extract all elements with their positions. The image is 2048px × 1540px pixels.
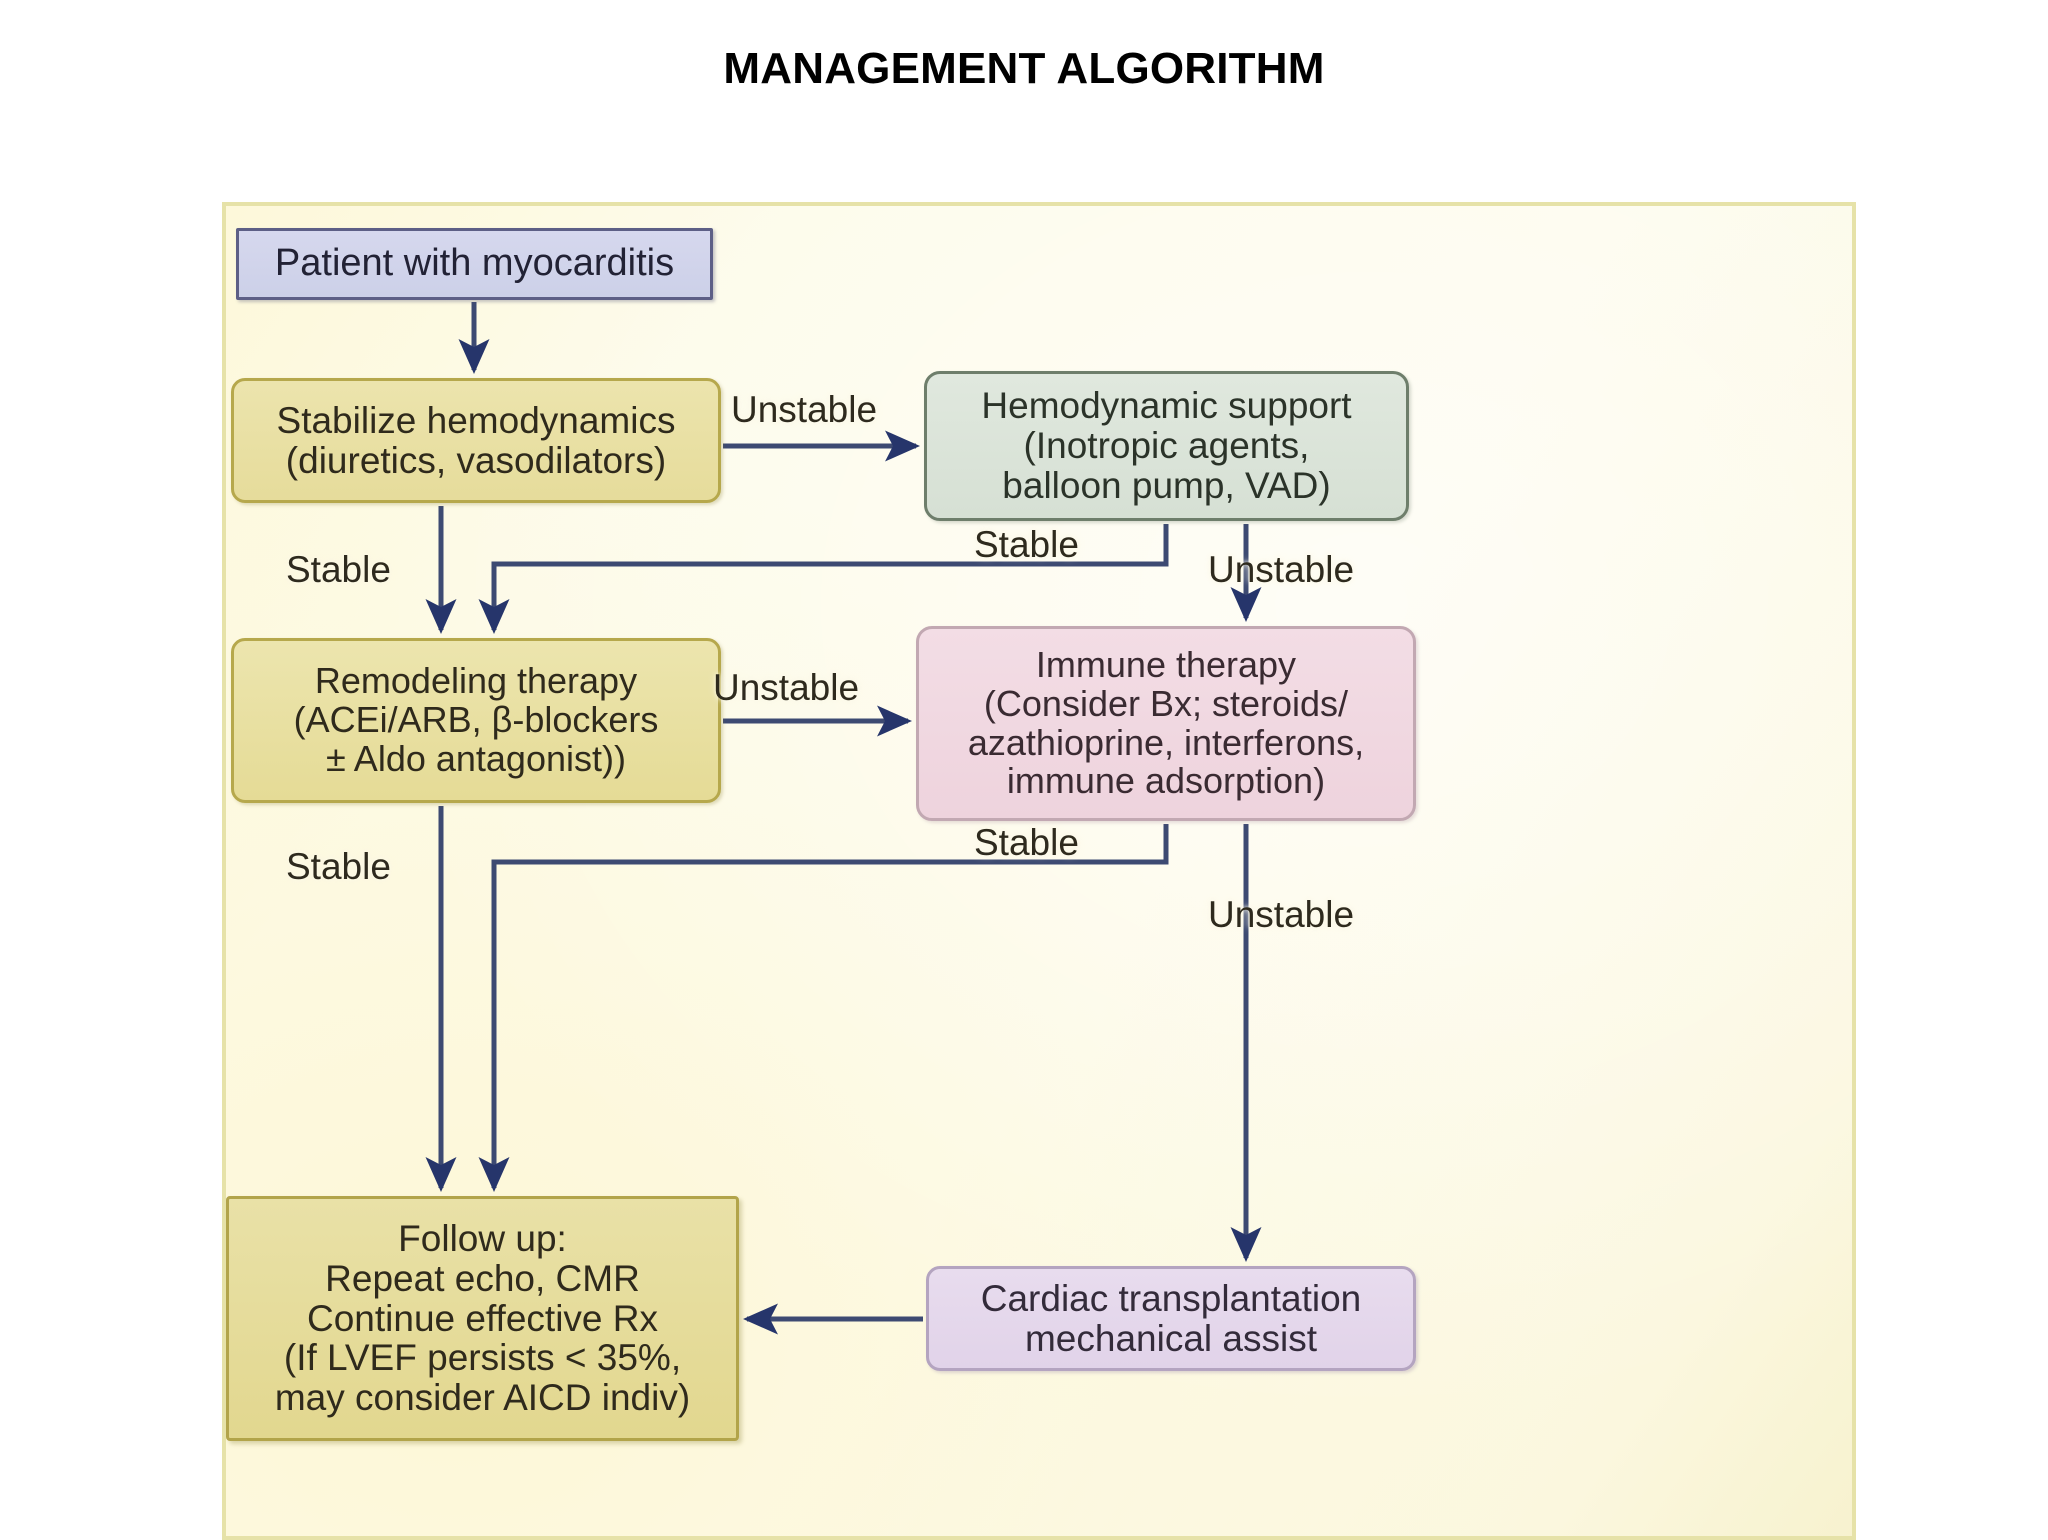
edge-label-stable-stabilize-to-remodeling: Stable <box>286 549 391 590</box>
node-stabilize-hemodynamics[interactable]: Stabilize hemodynamics (diuretics, vasod… <box>231 378 721 503</box>
edge-label-unstable-support-to-immune: Unstable <box>1208 549 1355 590</box>
edge-label-unstable-immune-to-transplant: Unstable <box>1208 894 1355 935</box>
edge-label-stable-immune-to-followup: Stable <box>974 822 1079 863</box>
edge-label-unstable-stabilize-to-support: Unstable <box>731 389 878 430</box>
node-hemodynamic-support[interactable]: Hemodynamic support (Inotropic agents, b… <box>924 371 1409 521</box>
edge-label-stable-remodeling-to-followup: Stable <box>286 846 391 887</box>
node-follow-up[interactable]: Follow up: Repeat echo, CMR Continue eff… <box>226 1196 739 1441</box>
node-cardiac-transplantation[interactable]: Cardiac transplantation mechanical assis… <box>926 1266 1416 1371</box>
node-patient-with-myocarditis[interactable]: Patient with myocarditis <box>236 228 713 300</box>
management-algorithm-diagram: Patient with myocarditis Stabilize hemod… <box>222 202 1856 1540</box>
edge-label-stable-support-to-remodeling: Stable <box>974 524 1079 565</box>
page-title: MANAGEMENT ALGORITHM <box>723 44 1325 93</box>
node-remodeling-therapy[interactable]: Remodeling therapy (ACEi/ARB, β-blockers… <box>231 638 721 803</box>
edge-label-unstable-remodeling-to-immune: Unstable <box>713 667 860 708</box>
edge-immune-to-followup <box>478 824 1169 1193</box>
node-immune-therapy[interactable]: Immune therapy (Consider Bx; steroids/ a… <box>916 626 1416 821</box>
